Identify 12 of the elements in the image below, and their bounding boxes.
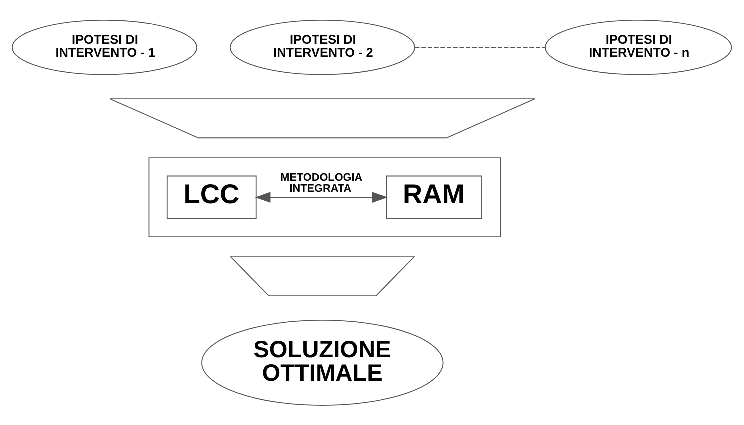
- connector: [414, 46, 546, 48]
- node-trapezoid: [230, 256, 416, 296]
- arrow: [255, 192, 388, 202]
- node-box: RAM: [386, 175, 482, 219]
- node-trapezoid: [110, 98, 536, 138]
- cluster: [148, 157, 502, 238]
- node-ellipse: IPOTESI DI INTERVENTO - 1: [12, 20, 198, 75]
- node-box: LCC: [166, 175, 257, 219]
- node-ellipse: SOLUZIONE OTTIMALE: [202, 320, 444, 406]
- edge-label: METODOLOGIA INTEGRATA: [280, 171, 363, 194]
- node-ellipse: IPOTESI DI INTERVENTO - 2: [230, 20, 416, 75]
- node-ellipse: IPOTESI DI INTERVENTO - n: [545, 20, 732, 75]
